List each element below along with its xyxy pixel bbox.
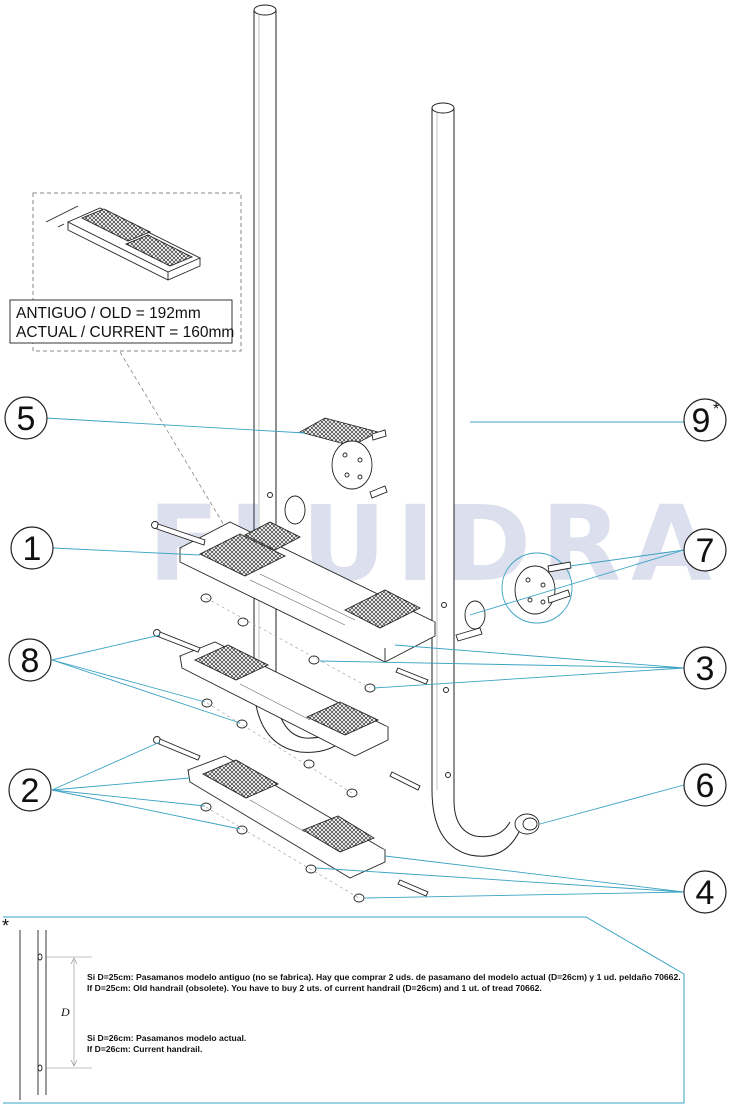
bottom-bolt	[153, 736, 201, 761]
note-asterisk: *	[2, 916, 9, 936]
svg-text:9: 9	[692, 402, 711, 440]
handrail-dimension-sketch	[19, 930, 92, 1100]
callout-9-asterisk: *	[713, 401, 719, 418]
top-bolt	[151, 521, 206, 546]
note-line-2: If D=25cm: Old handrail (obsolete). You …	[87, 983, 542, 993]
svg-text:6: 6	[696, 767, 715, 805]
svg-text:3: 3	[696, 650, 715, 688]
current-dimension-label: ACTUAL / CURRENT = 160mm	[16, 324, 234, 341]
callout-3: 3	[683, 646, 727, 690]
wall-flange-right	[455, 552, 573, 642]
note-line-3: Si D=26cm: Pasamanos modelo actual.	[87, 1033, 246, 1043]
top-tread	[178, 521, 437, 663]
callout-4: 4	[683, 870, 727, 914]
callout-2: 2	[8, 768, 52, 812]
svg-text:8: 8	[21, 642, 40, 680]
handrail-note-box: * D Si D=25cm: Pasamanos modelo antiguo …	[2, 916, 685, 1104]
note-line-1: Si D=25cm: Pasamanos modelo antiguo (no …	[87, 972, 681, 982]
tread-mesh-insert	[298, 417, 380, 447]
side-bolts	[389, 667, 429, 897]
callout-9: 9 *	[683, 398, 727, 442]
svg-text:7: 7	[696, 532, 715, 570]
leader-lines	[45, 417, 685, 899]
svg-text:5: 5	[17, 400, 36, 438]
callout-8: 8	[8, 638, 52, 682]
bottom-tread	[186, 755, 386, 879]
inset-tread-detail: ANTIGUO / OLD = 192mm ACTUAL / CURRENT =…	[9, 192, 242, 536]
dashed-assembly-lines	[205, 597, 371, 899]
callout-6: 6	[683, 763, 727, 807]
callout-1: 1	[10, 526, 54, 570]
wall-flange-top	[284, 429, 388, 525]
middle-bolt	[153, 629, 201, 653]
handrail-end-cap	[514, 813, 540, 835]
old-dimension-label: ANTIGUO / OLD = 192mm	[16, 305, 201, 322]
handrail-right	[267, 102, 521, 857]
middle-tread	[178, 641, 390, 757]
callout-5: 5	[4, 396, 48, 440]
callout-7: 7	[683, 528, 727, 572]
svg-text:4: 4	[696, 874, 715, 912]
svg-text:2: 2	[21, 772, 40, 810]
distance-d-label: D	[60, 1005, 70, 1019]
svg-text:1: 1	[23, 530, 42, 568]
note-line-4: If D=26cm: Current handrail.	[87, 1044, 202, 1054]
